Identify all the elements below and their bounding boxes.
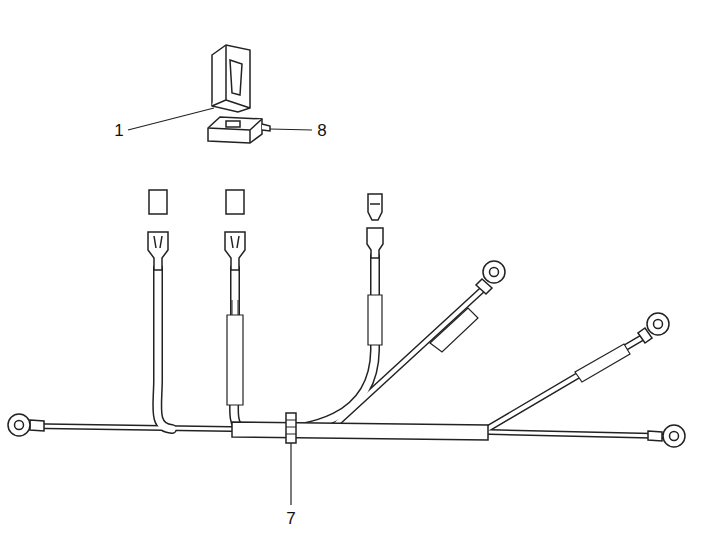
inner-wires <box>232 300 238 315</box>
branch-sleeve <box>575 344 630 382</box>
base-tab <box>262 124 270 131</box>
branch-sleeve <box>368 295 382 345</box>
ring-terminal <box>8 414 30 436</box>
blade-detail <box>231 236 239 248</box>
callout-number: 8 <box>315 121 328 140</box>
leader-lines <box>128 108 312 505</box>
cable <box>335 290 482 425</box>
cable <box>157 268 172 429</box>
blade-terminal <box>367 228 383 258</box>
ring-hole <box>654 320 663 329</box>
harness-sleeve <box>232 422 488 440</box>
blade-terminal <box>148 232 168 270</box>
callout-number: 7 <box>284 509 297 528</box>
cable-outlines <box>30 256 662 436</box>
branch-sleeve <box>227 315 243 405</box>
base-latch <box>226 121 240 127</box>
blade-detail <box>154 236 162 248</box>
base-edges <box>208 119 262 143</box>
tie-ribs <box>286 420 296 434</box>
terminal-cover <box>149 190 167 214</box>
ring-terminals <box>8 261 685 447</box>
leader-line <box>128 108 214 130</box>
cable-fill <box>335 290 482 425</box>
blade-connectors <box>148 190 383 270</box>
connector-housing <box>212 45 250 112</box>
leader-line <box>290 443 291 505</box>
ring-hole <box>670 432 679 441</box>
cable-fills <box>30 256 662 436</box>
terminal-cover <box>226 190 244 214</box>
leader-line <box>270 129 312 130</box>
ring-terminal <box>647 313 669 335</box>
connector-base <box>208 117 262 143</box>
cable-fill <box>482 336 645 432</box>
connector-parts <box>208 45 270 143</box>
ring-hole <box>15 421 24 430</box>
blade-terminal <box>225 232 245 270</box>
crimp <box>648 431 662 441</box>
cover-detail <box>370 203 380 205</box>
cable <box>482 336 645 432</box>
cable-fill <box>157 268 172 429</box>
housing-edges <box>212 45 250 108</box>
ring-hole <box>490 268 499 277</box>
terminal-cover <box>368 194 382 220</box>
cable-tie <box>286 413 296 443</box>
ring-terminal <box>663 425 685 447</box>
crimp <box>30 420 44 431</box>
branch-sleeve <box>430 308 478 352</box>
callout-number: 1 <box>112 121 125 140</box>
ring-terminal <box>483 261 505 283</box>
housing-slot <box>230 60 242 95</box>
